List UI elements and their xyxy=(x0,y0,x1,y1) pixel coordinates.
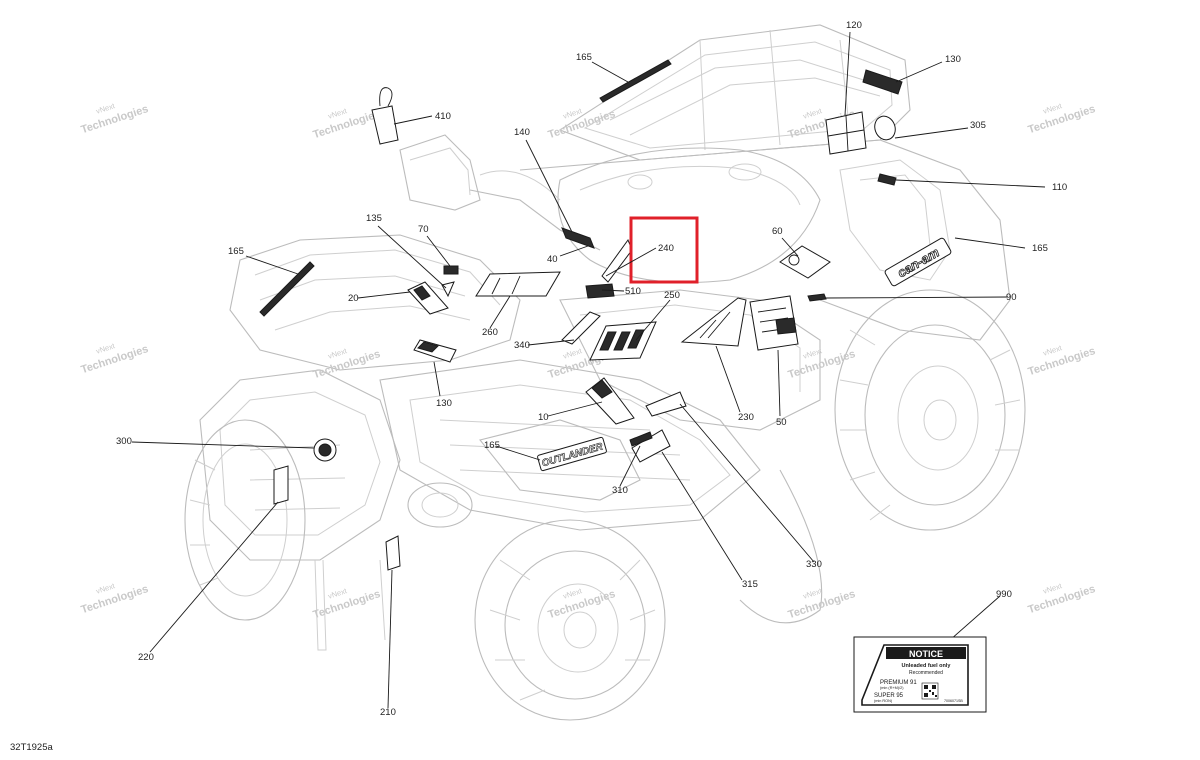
decal-330[interactable] xyxy=(645,391,687,417)
callout-60[interactable]: 60 xyxy=(772,226,783,237)
callout-50[interactable]: 50 xyxy=(776,417,787,428)
callout-300[interactable]: 300 xyxy=(116,436,132,447)
watermark: vNext Technologies xyxy=(312,586,382,621)
watermark: vNext Technologies xyxy=(80,341,150,376)
callout-510[interactable]: 510 xyxy=(625,286,641,297)
leader-lines xyxy=(131,31,1046,709)
decal-handlebar[interactable] xyxy=(561,227,595,249)
callout-220[interactable]: 220 xyxy=(138,652,154,663)
callout-230[interactable]: 230 xyxy=(738,412,754,423)
decal-510[interactable] xyxy=(585,283,615,299)
callout-310[interactable]: 310 xyxy=(612,485,628,496)
callout-140[interactable]: 140 xyxy=(514,127,530,138)
decal-hang-tag[interactable] xyxy=(371,105,399,145)
callout-165[interactable]: 165 xyxy=(484,440,500,451)
callout-210[interactable]: 210 xyxy=(380,707,396,718)
notice-unleaded: Unleaded fuel only xyxy=(902,663,952,669)
callout-250[interactable]: 250 xyxy=(664,290,680,301)
callout-165[interactable]: 165 xyxy=(1032,243,1048,254)
decal-260[interactable] xyxy=(475,271,561,297)
watermark: vNext Technologies xyxy=(547,586,617,621)
decal-135[interactable] xyxy=(441,281,455,298)
watermark: vNext Technologies xyxy=(80,101,150,136)
qr-code-icon xyxy=(921,682,939,700)
watermark: vNext Technologies xyxy=(1027,343,1097,378)
watermark: vNext Technologies xyxy=(1027,581,1097,616)
notice-recommended: Recommended xyxy=(909,670,943,676)
watermark: vNext Technologies xyxy=(312,106,382,141)
callout-305[interactable]: 305 xyxy=(970,120,986,131)
callout-labels: 165 120 130 410 140 305 110 135 70 240 6… xyxy=(116,20,1067,718)
callout-130[interactable]: 130 xyxy=(945,54,961,65)
decal-20[interactable] xyxy=(407,281,449,315)
callout-165[interactable]: 165 xyxy=(576,52,592,63)
notice-super-spec: (min RON) xyxy=(874,699,893,703)
decal-70[interactable] xyxy=(443,265,459,275)
decal-220[interactable] xyxy=(273,465,289,505)
callout-10[interactable]: 10 xyxy=(538,412,549,423)
callout-135[interactable]: 135 xyxy=(366,213,382,224)
callout-110[interactable]: 110 xyxy=(1052,182,1067,193)
watermark: vNext Technologies xyxy=(80,581,150,616)
callout-315[interactable]: 315 xyxy=(742,579,758,590)
notice-premium: PREMIUM 91 xyxy=(880,680,917,686)
decal-90[interactable] xyxy=(807,293,827,302)
decal-60[interactable] xyxy=(779,245,831,279)
decal-315[interactable] xyxy=(631,429,671,463)
callout-130[interactable]: 130 xyxy=(436,398,452,409)
watermark: vNext Technologies xyxy=(1027,101,1097,136)
notice-heading: NOTICE xyxy=(909,649,943,659)
callout-165[interactable]: 165 xyxy=(228,246,244,257)
callout-120[interactable]: 120 xyxy=(846,20,862,31)
decal-130-front[interactable] xyxy=(413,339,457,363)
decal-310[interactable] xyxy=(629,431,653,447)
decal-brp-logo[interactable] xyxy=(313,438,337,462)
callout-260[interactable]: 260 xyxy=(482,327,498,338)
notice-fuel-label[interactable]: NOTICE Unleaded fuel only Recommended PR… xyxy=(853,636,987,713)
callout-90[interactable]: 90 xyxy=(1006,292,1017,303)
decal-50[interactable] xyxy=(749,295,799,351)
notice-heading-bar xyxy=(886,647,966,659)
decal-outlander-fender[interactable]: OUTLANDER xyxy=(537,436,607,472)
watermark: vNext Technologies xyxy=(787,586,857,621)
watermark: vNext Technologies xyxy=(312,346,382,381)
decal-shapes: can-am OUTLANDER xyxy=(259,59,952,571)
decal-front-stripe[interactable] xyxy=(259,261,315,317)
callout-40[interactable]: 40 xyxy=(547,254,558,265)
callout-990[interactable]: 990 xyxy=(996,589,1012,600)
drawing-id: 32T1925a xyxy=(10,742,54,753)
callout-410[interactable]: 410 xyxy=(435,111,451,122)
decal-rear-strip[interactable] xyxy=(862,69,903,95)
decal-small-rear[interactable] xyxy=(877,173,897,186)
callout-330[interactable]: 330 xyxy=(806,559,822,570)
callout-70[interactable]: 70 xyxy=(418,224,429,235)
callout-20[interactable]: 20 xyxy=(348,293,359,304)
notice-super: SUPER 95 xyxy=(874,693,904,699)
decal-210[interactable] xyxy=(385,535,401,571)
highlight-box xyxy=(629,216,699,284)
atv-line-drawing xyxy=(184,24,1026,721)
notice-premium-spec: (min (R+M)/2) xyxy=(880,686,904,690)
decal-rack-stripe-rear[interactable] xyxy=(599,59,672,103)
decal-oval[interactable] xyxy=(871,113,898,142)
callout-340[interactable]: 340 xyxy=(514,340,530,351)
decal-340[interactable] xyxy=(561,311,601,345)
notice-part-code: 7006071SB xyxy=(944,699,963,703)
callout-240[interactable]: 240 xyxy=(658,243,674,254)
watermark-layer: vNext Technologies vNext Technologies vN… xyxy=(80,101,1097,621)
